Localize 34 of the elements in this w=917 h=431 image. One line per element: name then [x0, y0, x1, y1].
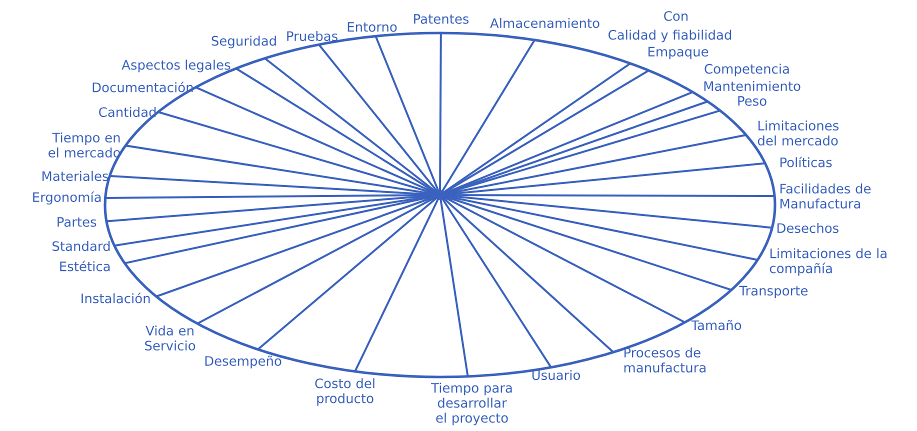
spoke-label: Vida en Servicio: [145, 325, 196, 351]
spoke-label: Patentes: [414, 14, 469, 24]
spoke-label: Tiempo para desarrollar el proyecto: [431, 382, 512, 426]
spoke-label: Con: [664, 11, 688, 21]
spoke-label: Desechos: [777, 222, 838, 234]
spoke-label: Cantidad: [99, 106, 156, 118]
spoke-label: Calidad y fiabilidad: [608, 30, 732, 42]
spoke-label: Facilidades de Manufactura: [780, 183, 871, 209]
spoke-label: Instalación: [82, 292, 150, 304]
spoke-label: Costo del producto: [315, 378, 374, 406]
spoke-label: Ergonomía: [33, 191, 101, 205]
spoke-label: Mantenimiento: [704, 80, 800, 92]
spoke-label: Tiempo en el mercado: [48, 132, 120, 158]
spoke-label: Documentación: [92, 82, 193, 92]
spoke-label: Transporte: [739, 286, 808, 298]
spoke-label: Procesos de manufactura: [624, 347, 706, 373]
spoke-label: Políticas: [780, 156, 832, 168]
spoke-label: Tamaño: [691, 320, 742, 330]
spoke-label: Entorno: [348, 22, 397, 32]
spoke-label: Limitaciones del mercado: [758, 120, 838, 146]
spoke-label: Estética: [60, 260, 110, 272]
spoke-label: Pruebas: [287, 30, 338, 42]
spoke-label: Usuario: [532, 370, 580, 380]
spoke-label: Almacenamiento: [490, 18, 600, 28]
spoke-label: Aspectos legales: [122, 60, 230, 72]
spoke-label: Peso: [738, 96, 766, 106]
spoke-label: Seguridad: [212, 36, 276, 48]
spoke-label: Desempeño: [205, 356, 282, 368]
spoke-label: Materiales: [42, 170, 108, 182]
spoke-label: Limitaciones de la compañía: [770, 248, 886, 276]
spoke-label: Partes: [58, 217, 96, 227]
spoke-label: Empaque: [648, 46, 708, 60]
spoke-label: Competencia: [704, 64, 789, 76]
spoke-label: Standard: [52, 240, 110, 252]
